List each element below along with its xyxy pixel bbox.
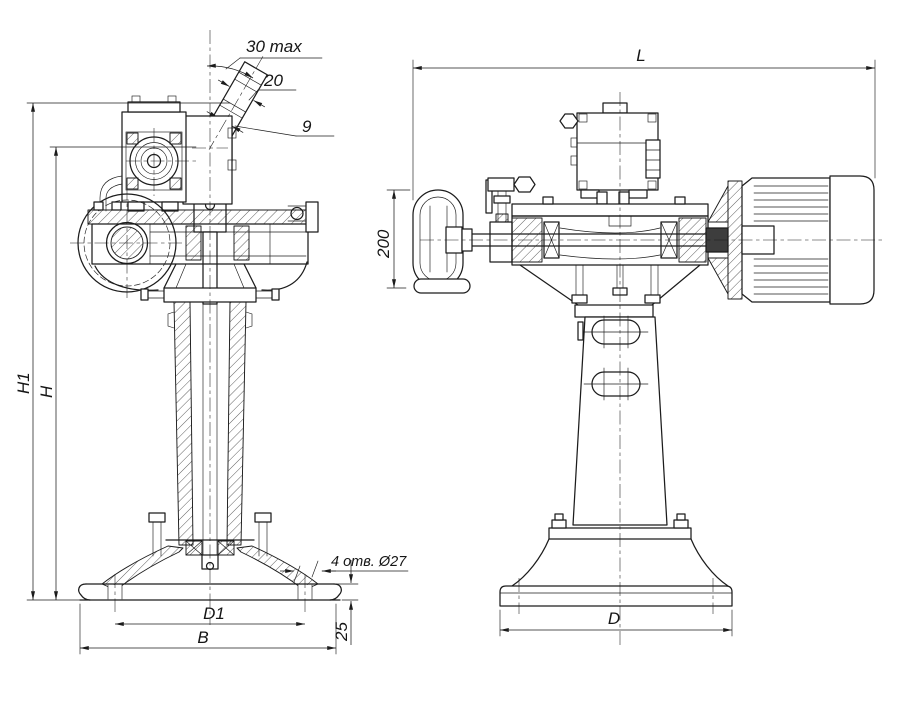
dim-20-label: 20: [263, 71, 283, 90]
column-side: [499, 304, 733, 607]
dim-l-label: L: [636, 46, 645, 65]
bearing-housing: [459, 196, 709, 306]
gearbox-side: [559, 102, 661, 205]
front-view: H1 H B D1 25 4 отв. Ø27 30 max 20 9: [14, 30, 409, 655]
support-column-section: [167, 301, 253, 557]
dim-d-label: D: [608, 609, 620, 628]
dim-angle-max-label: 30 max: [246, 37, 302, 56]
dim-b-label: B: [197, 628, 208, 647]
centerlines-side: [420, 92, 882, 648]
pump-casing: [77, 193, 319, 303]
dimensions-front: H1 H B D1 25 4 отв. Ø27 30 max 20 9: [14, 37, 409, 655]
dim-d1-label: D1: [203, 604, 225, 623]
base-front: [78, 512, 342, 601]
handwheel: [412, 189, 473, 294]
side-view: L 200 D: [374, 46, 882, 648]
dim-9-label: 9: [302, 117, 312, 136]
dimensions-side: L 200 D: [374, 46, 876, 637]
holes-note-label: 4 отв. Ø27: [331, 554, 407, 570]
dim-200-label: 200: [374, 229, 393, 259]
centerlines-front: [70, 30, 306, 625]
dim-h1-label: H1: [14, 372, 33, 394]
dim-h-label: H: [37, 385, 56, 398]
dim-25-label: 25: [332, 622, 351, 642]
